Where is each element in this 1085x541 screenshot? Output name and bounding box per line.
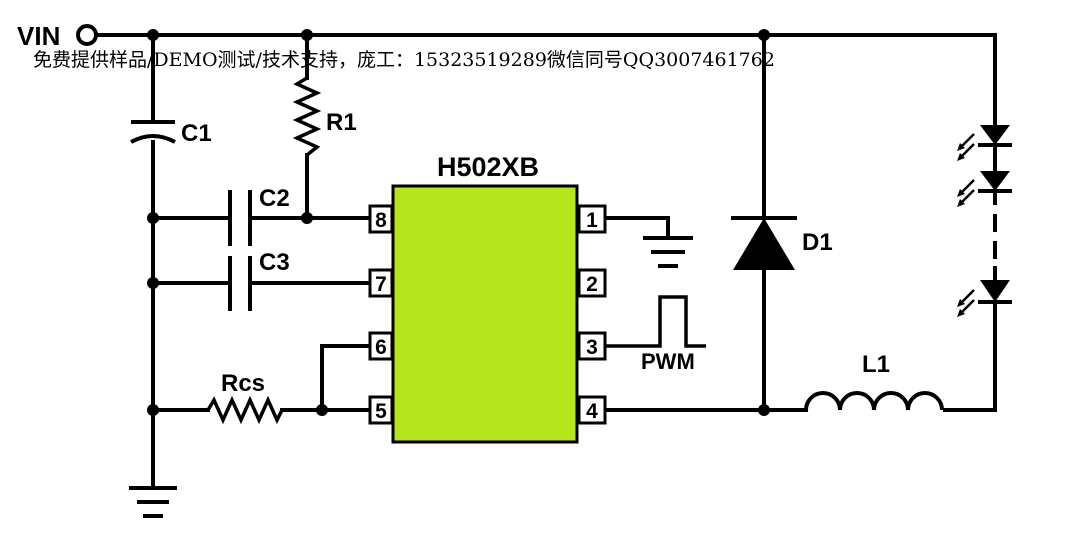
led-2 — [957, 171, 1012, 207]
c2-label: C2 — [259, 185, 290, 212]
pin-4: 4 — [577, 395, 607, 425]
ground-symbol-pin1 — [643, 236, 693, 268]
d1-label: D1 — [802, 229, 833, 256]
resistor-r1 — [292, 76, 322, 157]
l1-label: L1 — [862, 351, 890, 378]
vin-terminal — [76, 24, 98, 46]
capacitor-c3 — [228, 256, 252, 311]
ic-body — [391, 184, 579, 444]
led-1 — [957, 125, 1012, 161]
pin-3: 3 — [577, 331, 607, 361]
junction-dots — [147, 29, 770, 416]
svg-text:1: 1 — [586, 209, 598, 232]
rcs-label: Rcs — [221, 370, 265, 397]
pin-7: 7 — [368, 268, 394, 298]
capacitor-c1 — [130, 120, 176, 144]
pin-5: 5 — [368, 395, 394, 425]
resistor-rcs — [206, 395, 284, 425]
svg-text:8: 8 — [375, 209, 387, 232]
banner-text: 免费提供样品/DEMO测试/技术支持，庞工：15323519289微信同号QQ3… — [33, 49, 775, 71]
ground-symbol-main — [129, 486, 177, 518]
svg-text:4: 4 — [586, 400, 598, 423]
led-3 — [957, 280, 1012, 317]
svg-text:6: 6 — [375, 336, 387, 359]
c3-label: C3 — [259, 249, 290, 276]
chip-label: H502XB — [437, 152, 539, 182]
svg-text:2: 2 — [586, 273, 598, 296]
pin-1: 1 — [577, 204, 607, 234]
svg-text:5: 5 — [375, 400, 387, 423]
c1-label: C1 — [181, 120, 212, 147]
svg-text:7: 7 — [375, 273, 387, 296]
inductor-l1 — [804, 391, 944, 411]
r1-label: R1 — [326, 109, 357, 136]
diode-d1 — [731, 216, 797, 270]
vin-label: VIN — [17, 21, 60, 51]
pin-8: 8 — [368, 204, 394, 234]
pin-2: 2 — [577, 268, 607, 298]
svg-text:3: 3 — [586, 336, 598, 359]
capacitor-c2 — [228, 190, 252, 246]
pin-6: 6 — [368, 331, 394, 361]
pwm-label: PWM — [641, 349, 695, 374]
